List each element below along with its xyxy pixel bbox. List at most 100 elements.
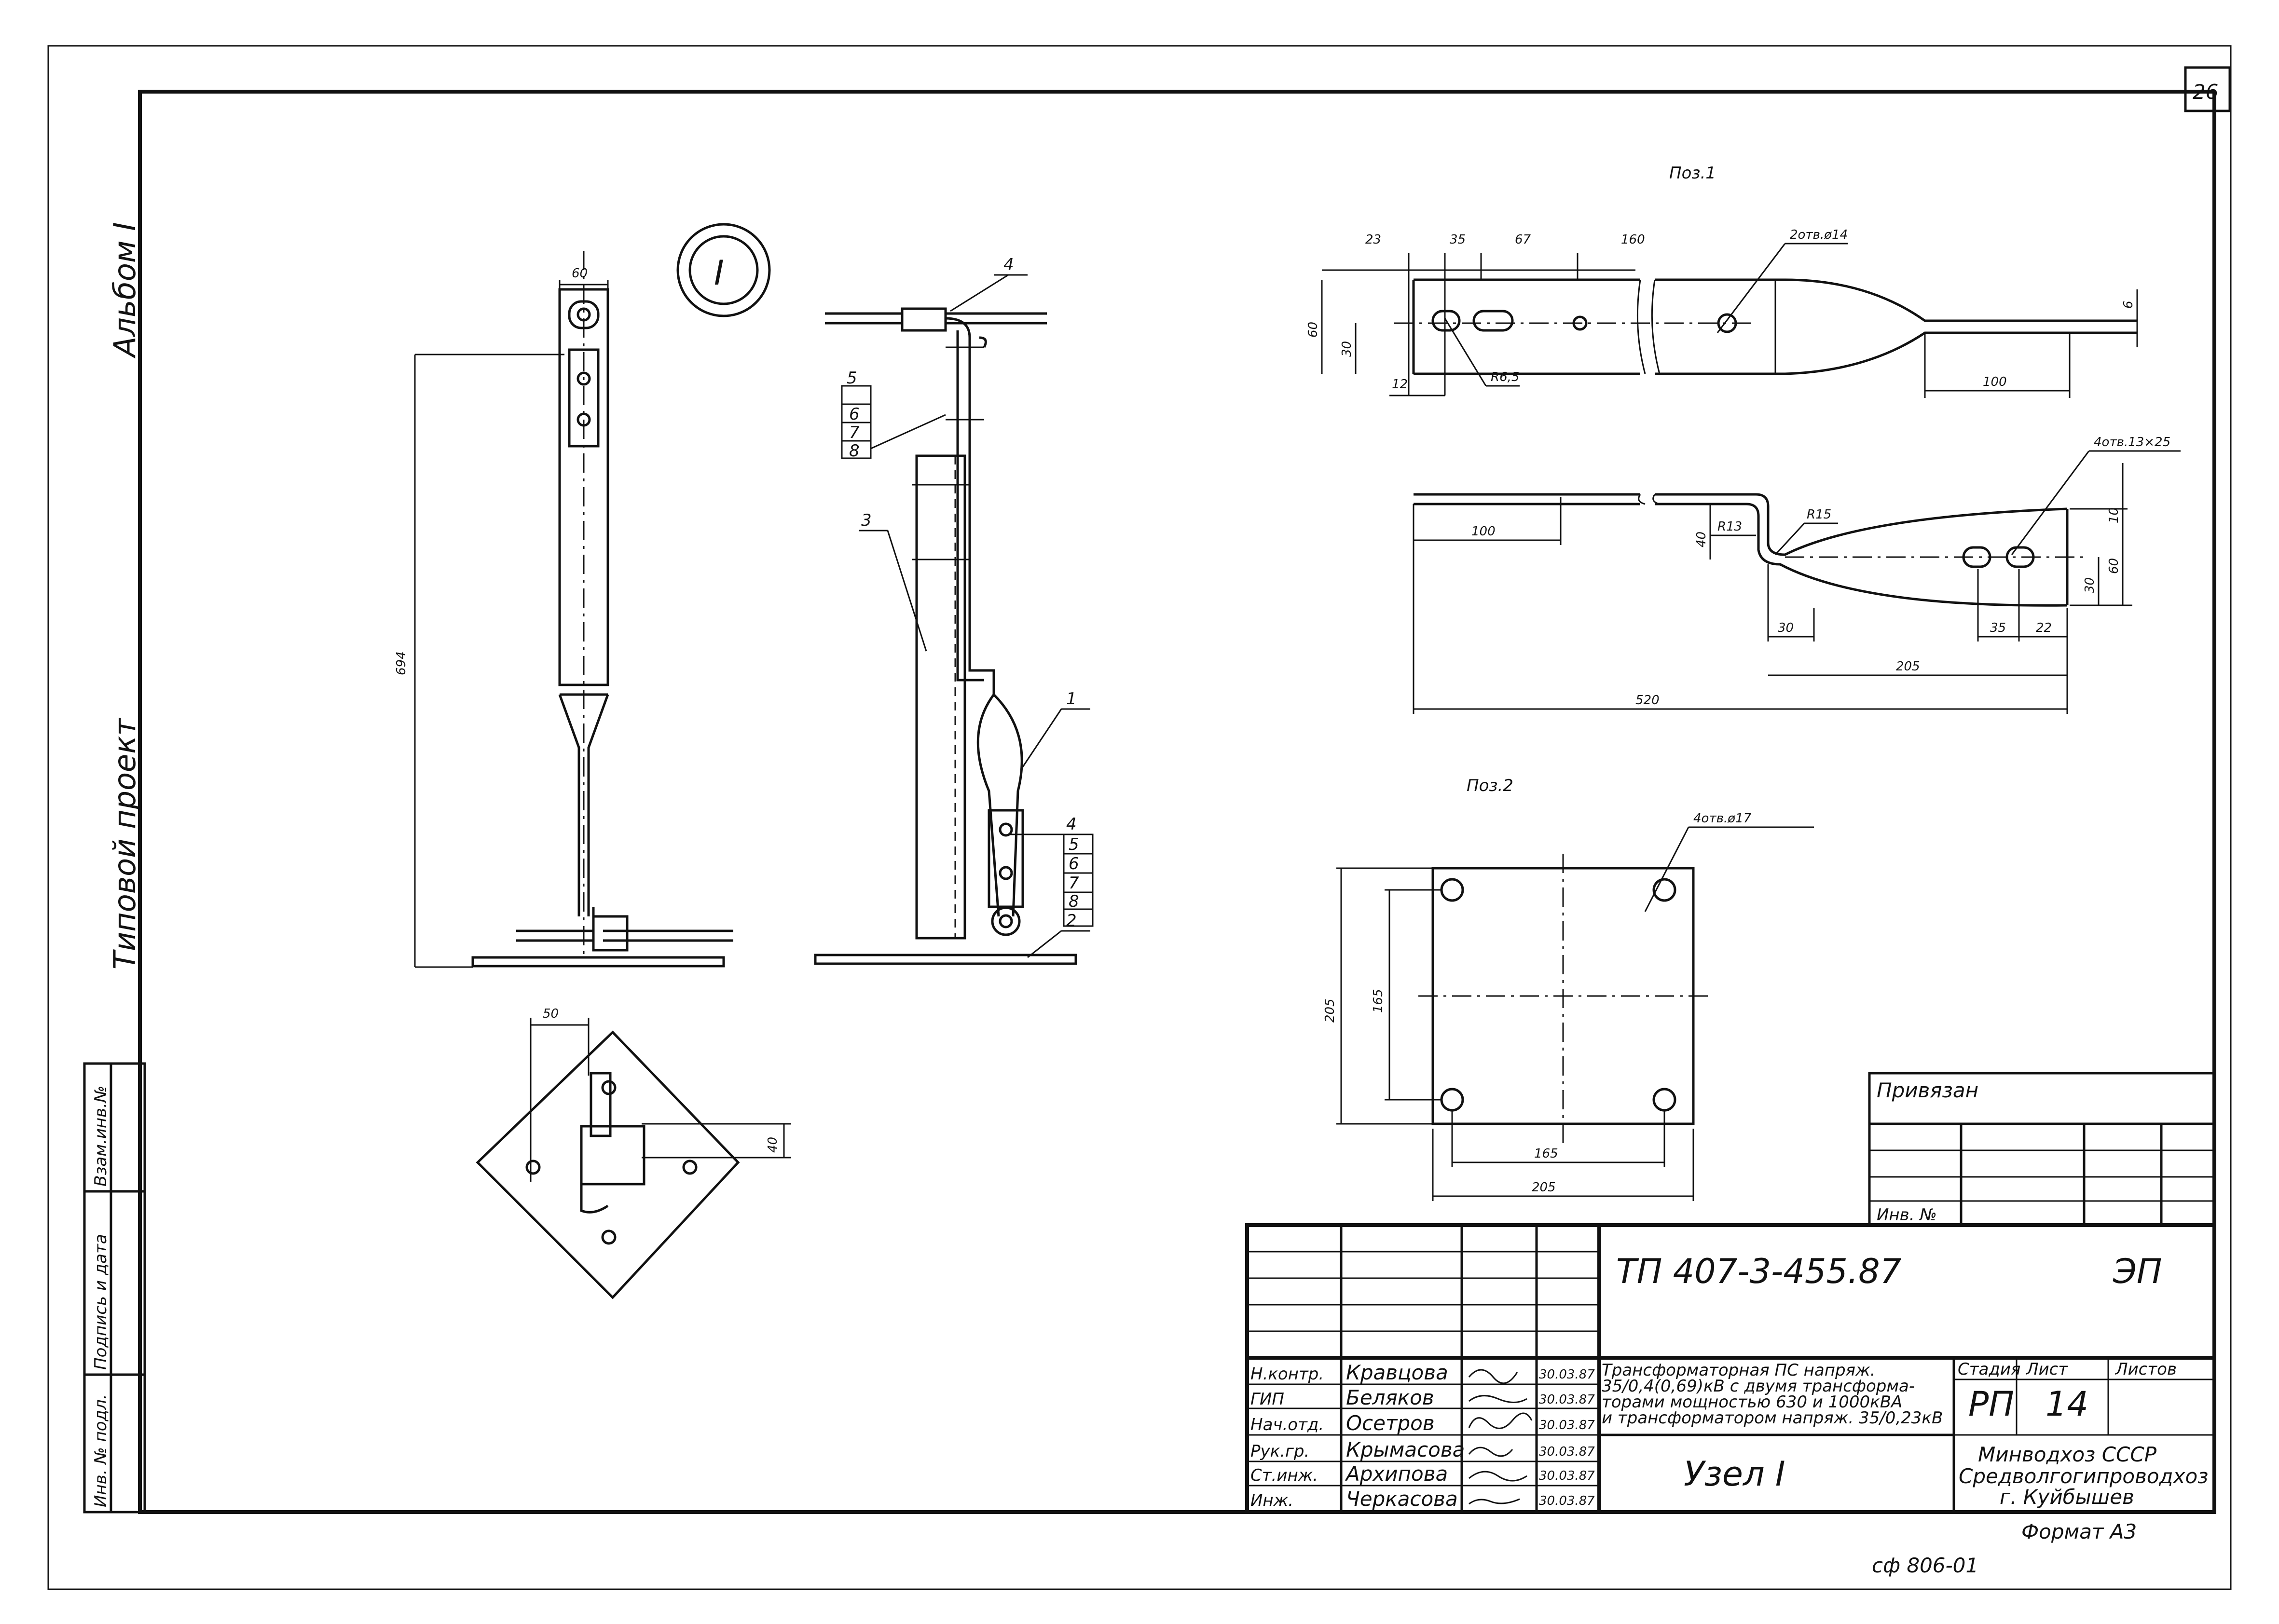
svg-text:Инж.: Инж. (1250, 1491, 1293, 1510)
pos1-dim-10: 10 (2107, 507, 2121, 523)
binding-inv: Инв. № (1877, 1205, 1937, 1225)
side-base-plate (814, 954, 1077, 965)
pos1-slots: 4отв.13×25 (2094, 435, 2170, 450)
signer-row: Рук.гр. Крымасова 30.03.87 (1250, 1438, 1595, 1461)
left-stamp: Инв. № подл. Подпись и дата Взам.инв.№ (83, 1062, 146, 1514)
callout-8-bottom: 8 (1069, 892, 1079, 911)
node-side-view: 4 5 6 7 8 3 1 4 5 6 7 8 2 (814, 255, 1094, 965)
archive-code: сф 806-01 (1872, 1554, 1978, 1577)
pos1-rise-40: 40 (1694, 532, 1709, 547)
pos1-r13: R13 (1717, 519, 1742, 534)
svg-text:Рук.гр.: Рук.гр. (1250, 1442, 1309, 1461)
callout-1: 1 (1066, 689, 1077, 709)
description-line-3: торами мощностью 630 и 1000кВА (1602, 1392, 1902, 1412)
pos1-dim-30-right: 30 (2083, 577, 2097, 593)
drawing-title: Узел I (1684, 1454, 1785, 1494)
node-mark-circle (676, 223, 771, 317)
svg-text:30.03.87: 30.03.87 (1539, 1392, 1595, 1407)
svg-text:Н.контр.: Н.контр. (1250, 1365, 1324, 1384)
pos2-plate-view: Поз.2 4отв.ø17 205 165 165 205 (1323, 776, 1814, 1201)
svg-text:Осетров: Осетров (1346, 1411, 1435, 1435)
pos1-dim-60-right: 60 (2107, 558, 2121, 574)
svg-text:30.03.87: 30.03.87 (1539, 1494, 1595, 1508)
node-width-dim: 60 (572, 266, 588, 281)
plan-rise-dim: 40 (766, 1137, 780, 1153)
stamp-inv-label: Инв. № подл. (91, 1394, 110, 1507)
sheet-header: Лист (2025, 1360, 2068, 1379)
svg-text:Нач.отд.: Нач.отд. (1250, 1415, 1324, 1434)
svg-text:Ст.инж.: Ст.инж. (1250, 1466, 1318, 1485)
pos2-outer-v: 205 (1323, 998, 1337, 1023)
node-plan-view: 50 40 (476, 1007, 791, 1299)
section-code: ЭП (2113, 1252, 2162, 1291)
pos1-holes: 2отв.ø14 (1790, 228, 1848, 242)
sheet-outer-edge (47, 45, 2232, 1590)
callout-7: 7 (849, 423, 860, 442)
svg-text:ГИП: ГИП (1250, 1390, 1284, 1409)
callout-4-top: 4 (1003, 255, 1014, 274)
signer-row: ГИП Беляков 30.03.87 (1250, 1386, 1595, 1409)
node-height-dim: 694 (394, 651, 409, 675)
sheets-header: Листов (2114, 1360, 2177, 1379)
sheet-value: 14 (2046, 1384, 2088, 1424)
svg-text:30.03.87: 30.03.87 (1539, 1418, 1595, 1433)
description-line-2: 35/0,4(0,69)кВ с двумя трансформа- (1602, 1377, 1915, 1396)
pos1-r15: R15 (1807, 507, 1831, 522)
album-label: Альбом I (107, 222, 142, 359)
pos1-dim-22: 22 (2036, 621, 2052, 635)
pos2-title: Поз.2 (1467, 776, 1513, 795)
project-label: Типовой проект (107, 717, 142, 969)
pos1-radius-small: R6,5 (1491, 370, 1519, 384)
signer-row: Ст.инж. Архипова 30.03.87 (1250, 1462, 1595, 1486)
callout-2: 2 (1066, 911, 1077, 930)
svg-text:Кравцова: Кравцова (1346, 1361, 1448, 1384)
callout-7-bottom: 7 (1069, 873, 1079, 893)
pos2-outer-h: 205 (1532, 1180, 1556, 1195)
pos1-thickness: 6 (2121, 300, 2136, 309)
svg-text:30.03.87: 30.03.87 (1539, 1367, 1595, 1382)
signer-row: Н.контр. Кравцова 30.03.87 (1250, 1361, 1595, 1384)
pos1-dim-30: 30 (1340, 341, 1354, 357)
svg-text:30.03.87: 30.03.87 (1539, 1469, 1595, 1483)
pos2-inner-v: 165 (1371, 989, 1386, 1013)
signer-row: Инж. Черкасова 30.03.87 (1250, 1487, 1595, 1511)
description-line-4: и трансформатором напряж. 35/0,23кВ (1602, 1408, 1943, 1428)
binding-block: Привязан Инв. № (1868, 1072, 2216, 1227)
signer-row: Нач.отд. Осетров 30.03.87 (1250, 1411, 1595, 1435)
description-line-1: Трансформаторная ПС напряж. (1602, 1361, 1875, 1380)
pos1-dim-35: 35 (1450, 232, 1466, 247)
pos1-side-view: 4отв.13×25 100 40 R13 R15 10 60 30 30 35… (1413, 435, 2181, 714)
pos1-top-view: Поз.1 23 35 67 160 2отв.ø14 60 30 12 R6,… (1306, 164, 2138, 398)
svg-text:Архипова: Архипова (1345, 1462, 1448, 1486)
pos1-title: Поз.1 (1669, 164, 1716, 183)
callout-6: 6 (849, 405, 860, 424)
callout-3: 3 (861, 511, 872, 530)
drawing-frame (138, 90, 2216, 1514)
pos2-holes: 4отв.ø17 (1693, 811, 1752, 826)
format-label: Формат А3 (2021, 1520, 2137, 1543)
pos1-dim-205: 205 (1896, 659, 1920, 674)
callout-5-bottom: 5 (1069, 835, 1079, 854)
node-mark: I (714, 253, 724, 293)
binding-title: Привязан (1877, 1078, 1978, 1102)
pos1-dim-100-right: 100 (1983, 375, 2007, 389)
callout-8: 8 (849, 441, 860, 461)
sheet-number-box (2184, 66, 2231, 112)
org-line-1: Минводхоз СССР (1978, 1443, 2157, 1466)
stamp-replace-label: Взам.инв.№ (91, 1086, 110, 1187)
pos1-dim-100-left: 100 (1471, 524, 1496, 539)
pos1-dim-67: 67 (1515, 232, 1531, 247)
org-line-2: Средволгогипроводхоз (1959, 1464, 2208, 1488)
svg-text:Крымасова: Крымасова (1346, 1438, 1465, 1461)
base-plate (471, 956, 725, 968)
stage-value: РП (1968, 1384, 2014, 1424)
stage-header: Стадия (1958, 1360, 2020, 1379)
pos2-inner-h: 165 (1534, 1146, 1558, 1161)
pos1-dim-35-bottom: 35 (1990, 621, 2006, 635)
node-front-view: I 60 694 (394, 223, 771, 968)
support-post (915, 454, 966, 940)
callout-6-bottom: 6 (1069, 854, 1079, 873)
svg-text:Черкасова: Черкасова (1346, 1487, 1458, 1511)
pos1-dim-12: 12 (1392, 377, 1408, 392)
